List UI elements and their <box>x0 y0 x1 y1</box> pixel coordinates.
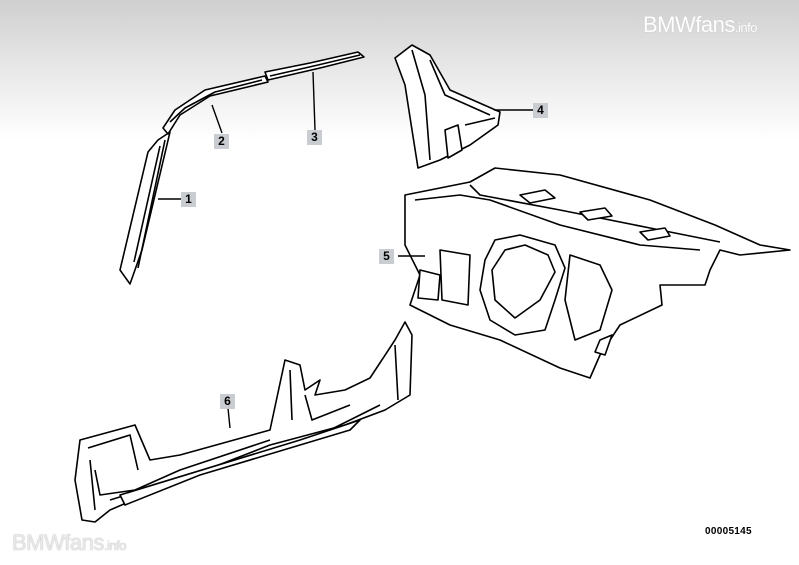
watermark-suffix: .info <box>103 538 127 553</box>
part-5-rear-panel[interactable] <box>404 167 791 379</box>
callout-3[interactable]: 3 <box>307 130 322 145</box>
callout-4[interactable]: 4 <box>533 103 548 118</box>
watermark-bottom: BMWfans.info <box>12 530 126 556</box>
callout-5[interactable]: 5 <box>379 249 394 264</box>
part-4-c-pillar-inner[interactable] <box>394 44 501 169</box>
callout-2[interactable]: 2 <box>214 134 229 149</box>
callout-6[interactable]: 6 <box>220 394 235 409</box>
watermark-suffix: .info <box>734 20 758 35</box>
part-1-pillar-strip[interactable] <box>119 131 171 285</box>
part-2-roof-rail-front[interactable] <box>162 75 269 135</box>
diagram-number: 00005145 <box>705 526 752 537</box>
part-6-side-sill[interactable] <box>74 321 413 523</box>
watermark-brand: BMWfans <box>643 12 735 37</box>
part-3-roof-rail-rear[interactable] <box>264 51 365 81</box>
watermark-top: BMWfans.info <box>643 12 757 38</box>
watermark-brand: BMWfans <box>12 530 104 555</box>
callout-1[interactable]: 1 <box>181 192 196 207</box>
leader-lines <box>158 71 534 429</box>
